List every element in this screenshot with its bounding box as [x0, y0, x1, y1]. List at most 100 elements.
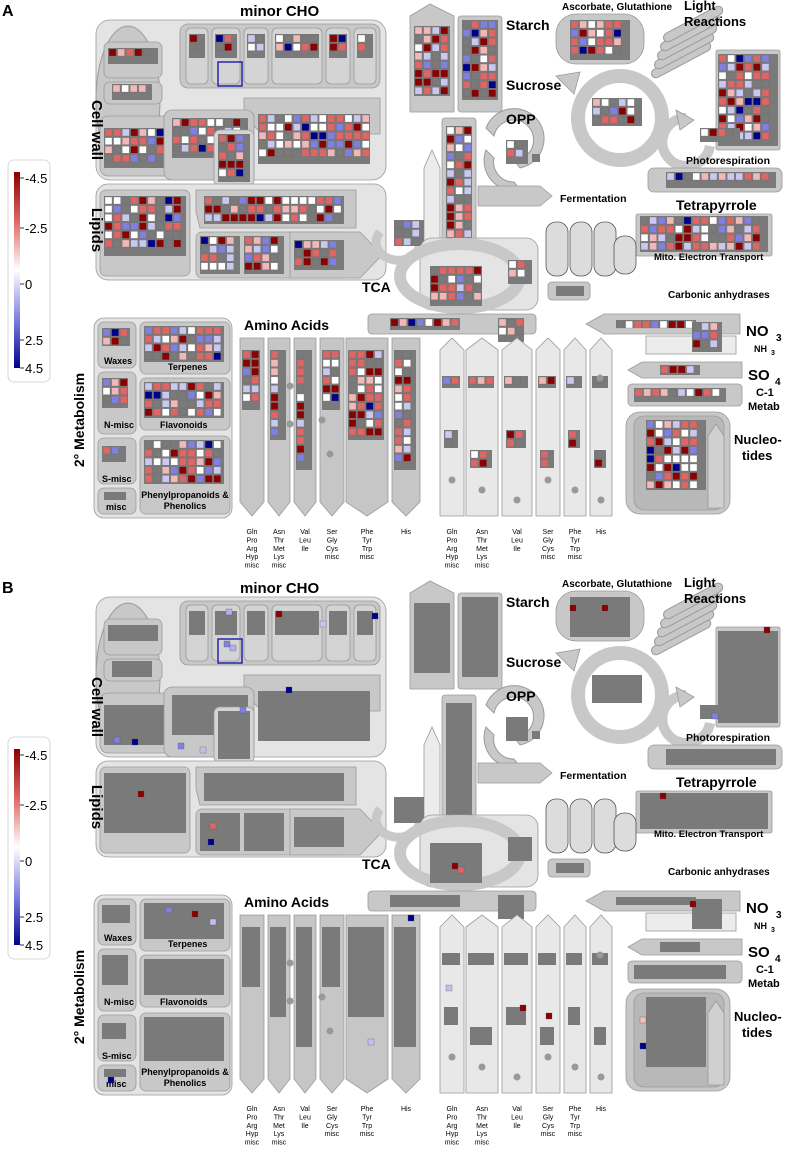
gene-cell: [144, 400, 153, 408]
gene-cell: [267, 140, 275, 148]
gene-cell: [187, 458, 196, 466]
gene-cell: [284, 149, 292, 157]
amino-column-label: misc: [475, 1140, 490, 1147]
gene-cell: [204, 214, 213, 222]
amino-right-block: [538, 376, 555, 385]
gene-cell: [296, 419, 305, 427]
gene-cell: [464, 152, 472, 160]
gene-cell: [660, 365, 669, 374]
gene-cell: [464, 169, 472, 178]
gene-cell: [414, 44, 423, 52]
gene-cell: [761, 97, 770, 106]
gene-cell: [205, 335, 213, 343]
gene-cell: [205, 344, 213, 352]
gene-cell: [144, 475, 153, 483]
gene-cell: [218, 143, 227, 151]
gene-cell: [579, 20, 587, 29]
amino-column-label: Thr: [274, 537, 285, 544]
gene-cell: [310, 149, 318, 157]
gene-cell: [403, 350, 411, 359]
gene-cell: [102, 378, 111, 387]
gene-cell: [753, 72, 761, 80]
gene-cell: [120, 378, 128, 387]
gene-cell: [618, 107, 626, 115]
gene-cell: [477, 376, 485, 385]
gene-cell: [247, 34, 256, 43]
gene-cell: [312, 258, 320, 266]
gene-cell: [362, 114, 370, 123]
mito-complex: [593, 798, 617, 854]
color-legend: -4.5-2.502.54.5: [7, 736, 51, 960]
gene-cell: [761, 172, 769, 181]
gene-cell: [455, 195, 463, 203]
gene-cell: [310, 140, 318, 148]
gene-cell: [322, 385, 331, 393]
label-no3-sub: 3: [776, 333, 782, 344]
label-nh3: NH: [754, 921, 767, 931]
gene-cell: [126, 48, 134, 57]
gene-cell: [640, 216, 649, 225]
gene-cell: [144, 382, 153, 391]
gene-cell: [122, 154, 130, 162]
gene-cell: [416, 318, 424, 327]
gene-cell: [205, 466, 213, 474]
gene-cell: [327, 132, 335, 140]
gene-cell: [651, 320, 659, 329]
gene-cell: [735, 234, 743, 242]
nmisc-block: [102, 955, 128, 985]
label-ascorbate: Ascorbate, Glutathione: [562, 2, 672, 13]
gene-cell: [165, 239, 173, 248]
label-carbonic: Carbonic anhydrases: [668, 867, 770, 878]
gene-cell: [144, 466, 153, 474]
gene-cell: [515, 439, 523, 447]
gene-cell: [122, 128, 130, 137]
gene-cell: [301, 34, 309, 43]
label-smisc: S-misc: [102, 1051, 132, 1061]
gene-cell: [432, 69, 440, 78]
sucrose-block: [462, 20, 496, 97]
gene-cell: [205, 326, 213, 335]
starch-block: [414, 603, 450, 673]
legend-tick-label: -2.5: [25, 798, 47, 813]
gene-cell: [156, 196, 164, 205]
gene-cell: [718, 216, 726, 225]
gene-cell: [336, 140, 344, 148]
amino-column-label: misc: [360, 1131, 375, 1138]
amino-left-block: [242, 927, 260, 987]
gene-cell: [394, 402, 403, 410]
gene-cell: [592, 98, 601, 107]
gene-cell: [357, 359, 365, 367]
amino-column-label: Gln: [247, 1106, 258, 1113]
gene-cell: [200, 262, 209, 270]
gene-cell: [513, 376, 521, 385]
gene-cell: [515, 149, 523, 157]
gene-cell: [170, 391, 178, 399]
gene-cell: [439, 284, 447, 292]
mito-complex: [593, 221, 617, 277]
gene-cell: [394, 238, 403, 246]
gene-cell: [312, 249, 320, 257]
amino-left-block: [270, 927, 286, 1017]
amino-left-block: [322, 350, 339, 402]
photoresp-arrowhead: [675, 686, 695, 708]
gene-cell: [596, 20, 604, 29]
gene-cell: [695, 388, 703, 397]
gene-cell: [649, 242, 657, 250]
gene-cell: [233, 118, 241, 127]
gene-cell: [464, 204, 472, 212]
nucleotides-block: [646, 420, 698, 489]
photoresp-arrow: [657, 113, 715, 171]
gene-cell: [664, 420, 672, 429]
gene-cell: [761, 123, 770, 131]
amino-left-block: [322, 927, 340, 987]
gene-cell: [672, 472, 680, 480]
amino-column-label: Gly: [543, 1114, 554, 1121]
gene-cell: [727, 63, 735, 71]
gene-cell: [430, 284, 439, 292]
label-c1: C-1: [756, 387, 774, 399]
gene-cell: [196, 400, 204, 408]
gene-cell: [374, 419, 382, 427]
gene-cell: [179, 335, 187, 343]
gene-cell: [153, 391, 161, 399]
amino-dot: [478, 486, 486, 494]
